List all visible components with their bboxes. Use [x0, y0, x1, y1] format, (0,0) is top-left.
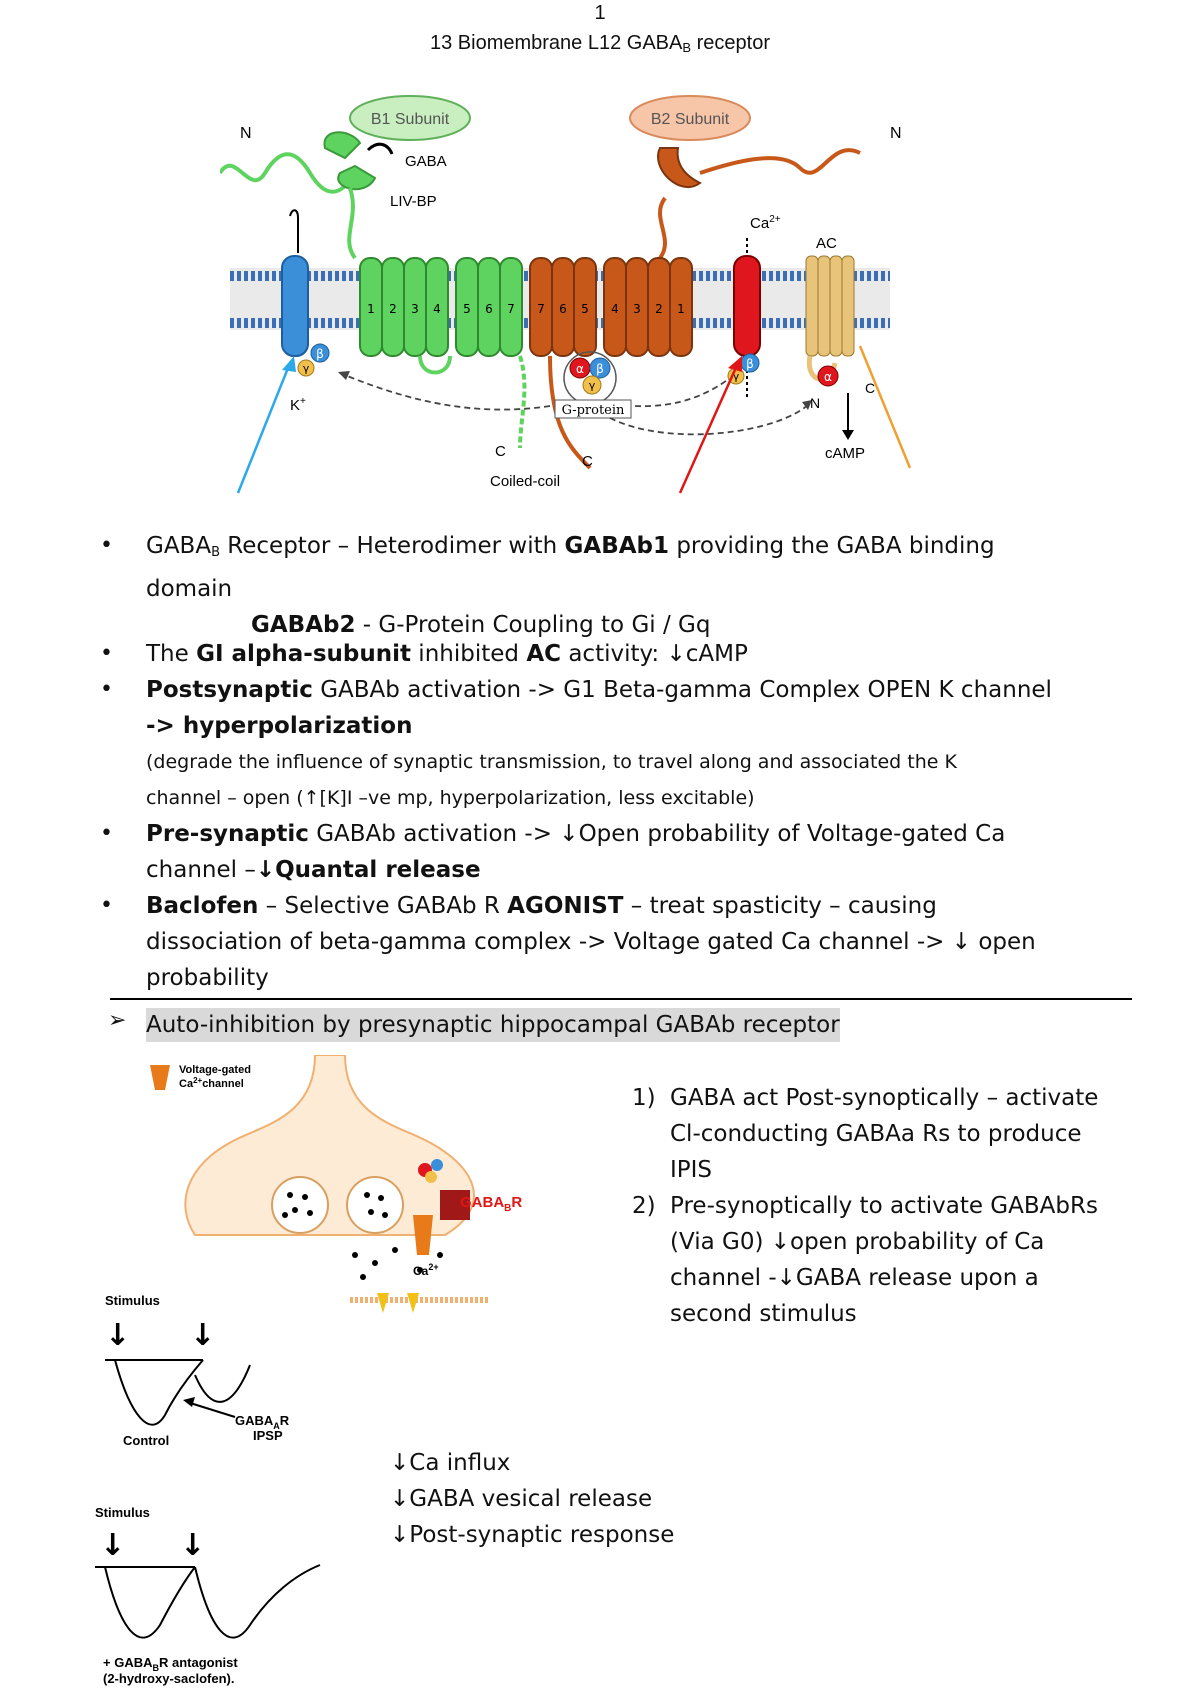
vgc-legend-icon: [150, 1065, 170, 1090]
svg-text:↓: ↓: [180, 1528, 205, 1563]
svg-text:↓: ↓: [105, 1318, 130, 1353]
svg-text:C: C: [495, 443, 506, 460]
vesicle: [271, 1176, 329, 1234]
svg-text:N: N: [810, 395, 820, 411]
n-terminus-b1: N: [240, 125, 252, 142]
svg-text:↓: ↓: [190, 1318, 215, 1353]
vgc-legend-label: Voltage-gated: [179, 1064, 251, 1076]
effect-item: ↓Ca influx: [390, 1450, 511, 1476]
svg-text:1: 1: [367, 302, 375, 316]
page-number: 1: [594, 2, 606, 24]
svg-text:7: 7: [537, 302, 545, 316]
ca-label: Ca2+: [750, 214, 781, 232]
svg-text:C: C: [865, 380, 875, 396]
svg-text:γ: γ: [733, 370, 740, 383]
antagonist-name: (2-hydroxy-saclofen).: [103, 1671, 234, 1686]
svg-text:6: 6: [559, 302, 567, 316]
arrow-bullet-icon: ➢: [108, 1008, 127, 1033]
svg-text:3: 3: [633, 302, 641, 316]
b1-subunit-label: B1 Subunit: [371, 111, 450, 128]
b1-transmembrane-helices: 1 2 3 4 5 6 7: [359, 257, 527, 449]
b2-subunit-label: B2 Subunit: [651, 111, 730, 128]
svg-text:γ: γ: [589, 379, 596, 392]
svg-text:4: 4: [433, 302, 441, 316]
gabab-receptor: [440, 1190, 470, 1220]
svg-text:γ: γ: [303, 362, 310, 375]
presynaptic-terminal: [184, 1055, 475, 1236]
svg-text:2: 2: [655, 302, 663, 316]
antagonist-label: + GABABR antagonist: [103, 1655, 238, 1673]
gaba-label: GABA: [405, 153, 447, 170]
adenylyl-cyclase: α: [805, 255, 855, 387]
camp-label: cAMP: [825, 445, 865, 462]
control-label: Control: [123, 1433, 169, 1448]
k-channel: [281, 255, 309, 357]
svg-text:3: 3: [411, 302, 419, 316]
n-terminus-b2: N: [890, 125, 902, 142]
svg-text:4: 4: [611, 302, 619, 316]
gabab-receptor-diagram: B1 Subunit B2 Subunit N N GABA LIV-BP β …: [220, 95, 912, 494]
svg-text:5: 5: [581, 302, 589, 316]
livbp-label: LIV-BP: [390, 193, 437, 210]
ca-label-2: Ca2+: [413, 1262, 439, 1278]
svg-text:β: β: [316, 347, 324, 361]
ca-channel: [733, 255, 761, 357]
svg-text:α: α: [824, 370, 832, 384]
stimulus-label-2: Stimulus: [95, 1505, 150, 1520]
svg-text:Ca2+channel: Ca2+channel: [179, 1076, 244, 1090]
gprotein-label: G-protein: [562, 403, 625, 418]
effect-item: ↓GABA vesical release: [390, 1486, 653, 1512]
voltage-gated-ca-channel: [413, 1215, 433, 1255]
svg-text:β: β: [746, 357, 754, 371]
b1-nterm-chain: [220, 152, 357, 194]
coiled-coil-label: Coiled-coil: [490, 473, 560, 490]
ipsp-label: IPSP: [253, 1428, 283, 1443]
b2-transmembrane-helices: 7 6 5 4 3 2 1: [529, 257, 693, 470]
gabaa-r-label: GABAAR: [235, 1413, 290, 1431]
k-label: K+: [290, 396, 306, 414]
horizontal-rule: [110, 998, 1132, 1000]
page-title: 13 Biomembrane L12 GABAB receptor: [430, 32, 770, 55]
b1-subunit-oval: [349, 95, 471, 141]
svg-text:7: 7: [507, 302, 515, 316]
effect-item: ↓Post-synaptic response: [390, 1522, 675, 1548]
ac-label: AC: [816, 235, 837, 252]
auto-inhibition-diagram: Voltage-gated Ca2+channel GABABR Ca2+ St…: [95, 1055, 522, 1686]
effects-list: ↓Ca influx ↓GABA vesical release ↓Post-s…: [390, 1445, 674, 1553]
svg-text:C: C: [582, 453, 593, 470]
vesicle: [346, 1176, 404, 1234]
svg-text:5: 5: [463, 302, 471, 316]
stimulus-label-1: Stimulus: [105, 1293, 160, 1308]
svg-text:α: α: [576, 362, 584, 376]
svg-text:2: 2: [389, 302, 397, 316]
svg-text:↓: ↓: [100, 1528, 125, 1563]
svg-text:6: 6: [485, 302, 493, 316]
b2-subunit-oval: [629, 95, 751, 141]
gabab-r-label: GABABR: [460, 1194, 522, 1214]
svg-text:1: 1: [677, 302, 685, 316]
section-heading: Auto-inhibition by presynaptic hippocamp…: [146, 1008, 840, 1042]
svg-text:β: β: [596, 362, 604, 376]
